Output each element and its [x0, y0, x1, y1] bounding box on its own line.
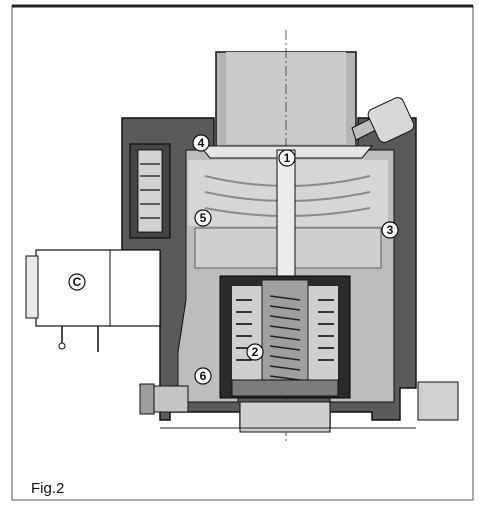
solenoid-pin-ring	[58, 342, 66, 350]
solenoid-body	[35, 249, 161, 327]
callout-3-label: 3	[387, 223, 394, 237]
piston-base	[231, 379, 339, 397]
callout-c-label: C	[73, 275, 82, 289]
callout-2: 2	[246, 343, 264, 361]
fitting-bottom-left	[147, 385, 189, 413]
pilot-valve-detail	[140, 163, 160, 219]
callout-c: C	[68, 273, 86, 291]
outer-spring-left	[236, 299, 252, 361]
callout-4-label: 4	[198, 136, 205, 150]
fitting-bottom-left-nut	[139, 383, 155, 415]
callout-5: 5	[194, 209, 212, 227]
solenoid-pins	[61, 326, 99, 352]
callout-3: 3	[381, 221, 399, 239]
pilot-valve	[137, 149, 163, 233]
callout-1-label: 1	[284, 151, 291, 165]
outer-spring-right	[318, 299, 334, 361]
solenoid-cap	[25, 255, 39, 319]
callout-5-label: 5	[200, 211, 207, 225]
fitting-bottom-right	[417, 381, 459, 421]
figure-caption: Fig.2	[31, 480, 65, 497]
callout-6-label: 6	[200, 369, 207, 383]
callout-4: 4	[192, 134, 210, 152]
callout-2-label: 2	[252, 345, 259, 359]
piston-spring	[269, 295, 301, 381]
piston-core	[261, 279, 309, 393]
callout-1: 1	[278, 149, 296, 167]
valve-stem	[276, 149, 296, 281]
fitting-nut	[367, 97, 415, 143]
bottom-seat	[239, 401, 331, 433]
callout-6: 6	[194, 367, 212, 385]
